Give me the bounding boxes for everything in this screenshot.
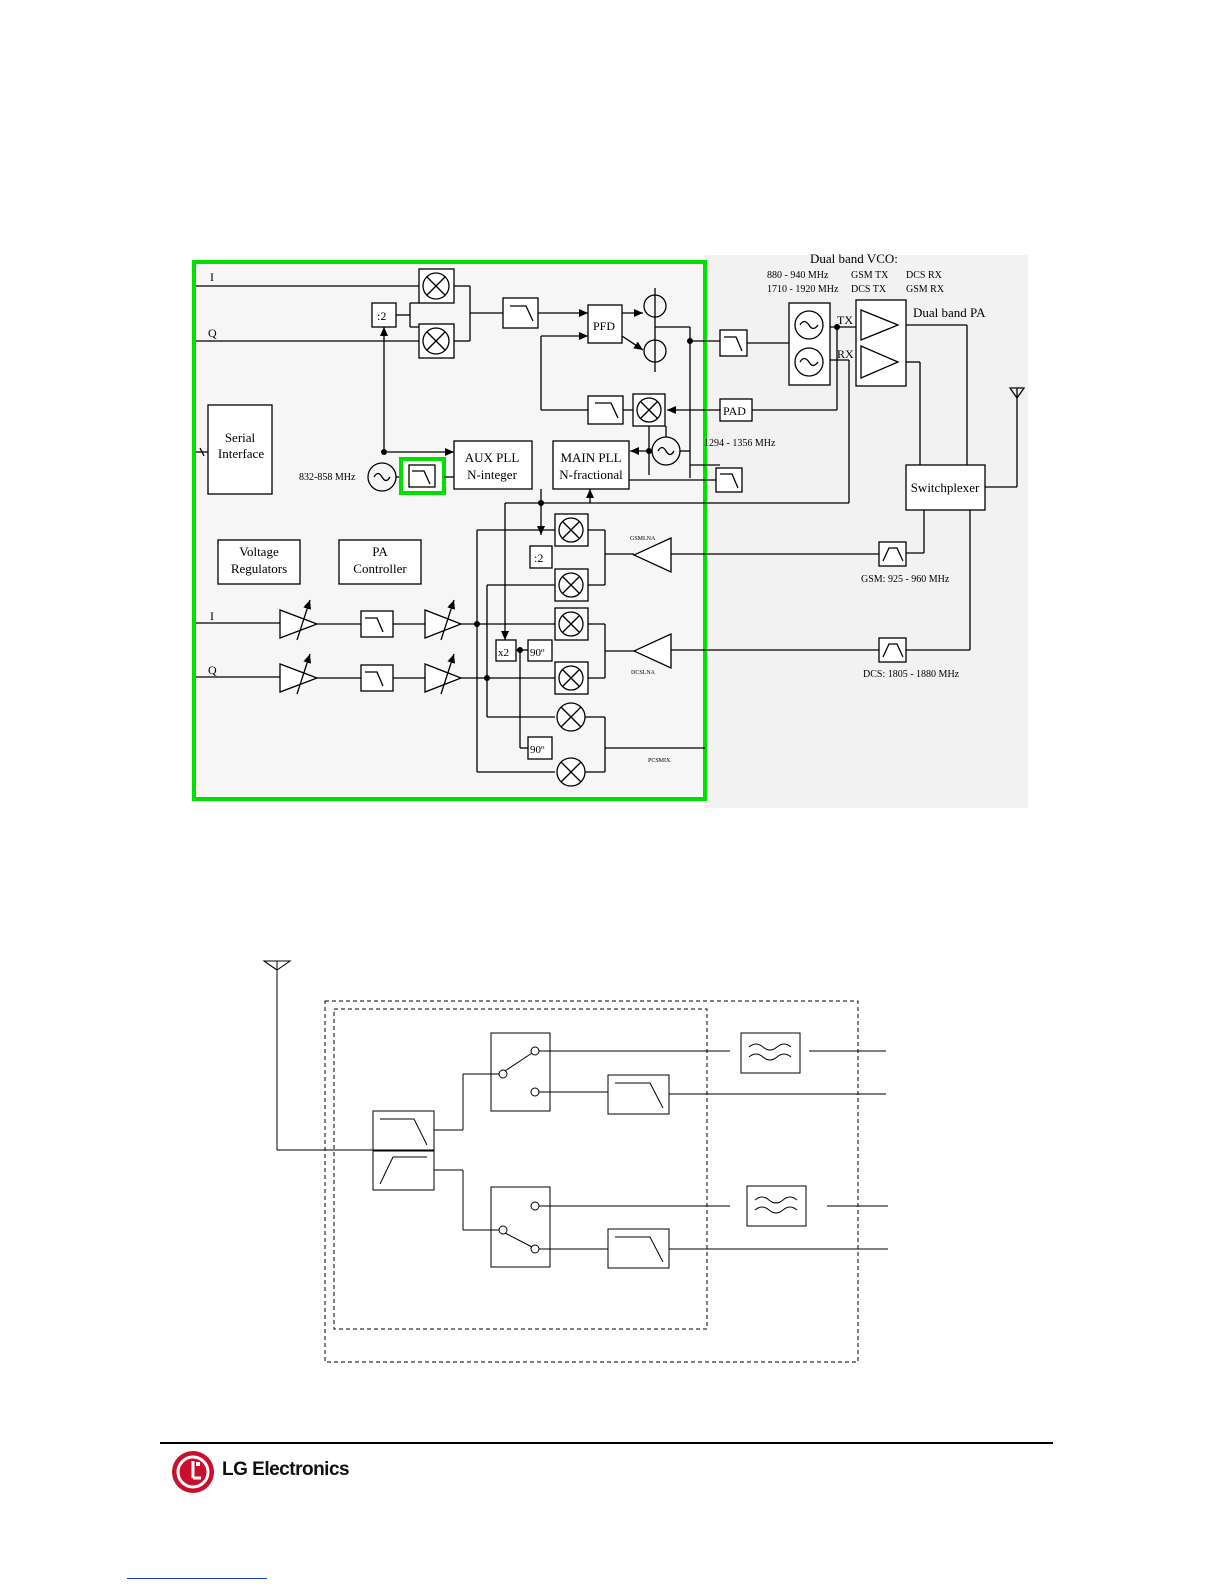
- voltage-regulators-label-1: Voltage: [239, 544, 279, 559]
- vco-title: Dual band VCO:: [810, 251, 898, 266]
- module-outline: [324, 1000, 859, 1363]
- brand-name: LG Electronics: [222, 1459, 350, 1480]
- saw-filter-lower: [746, 1185, 807, 1227]
- switchplexer-diagram: [262, 960, 888, 1363]
- vco-band1-label: 880 - 940 MHz: [767, 270, 829, 281]
- bottom-link-underline[interactable]: [127, 1578, 267, 1579]
- gsm-lna-label: GSMLNA: [630, 536, 656, 542]
- tx-lowpass-filter-upper: [607, 1074, 670, 1115]
- vco-band2-label: 1710 - 1920 MHz: [767, 284, 839, 295]
- tx-lowpass-filter-lower: [607, 1228, 670, 1269]
- lg-logo-icon: [172, 1451, 214, 1493]
- voltage-regulators-label-2: Regulators: [231, 561, 287, 576]
- divider-mid-label: :2: [534, 551, 543, 565]
- main-freq-label: 1294 - 1356 MHz: [704, 438, 776, 449]
- vco-dcs-tx-label: DCS TX: [851, 284, 887, 295]
- switch-lower: [490, 1186, 551, 1268]
- pa-controller-label-1: PA: [372, 544, 388, 559]
- gsm-filter-label: GSM: 925 - 960 MHz: [861, 574, 950, 585]
- pa-controller-label-2: Controller: [353, 561, 407, 576]
- chip-highlight-box: [192, 260, 707, 801]
- vco-gsm-tx-label: GSM TX: [851, 270, 889, 281]
- pcs-mix-label: PCSMIX: [648, 758, 671, 764]
- transceiver-block-diagram: Dual band VCO: 880 - 940 MHz 1710 - 1920…: [192, 251, 1028, 808]
- x2-label: x2: [498, 647, 509, 659]
- aux-pll-label-1: AUX PLL: [465, 450, 520, 465]
- switch-upper: [490, 1032, 551, 1112]
- lowpass-filter: [372, 1110, 435, 1151]
- aux-pll-label-2: N-integer: [467, 467, 517, 482]
- phase90-b-label: 90º: [530, 744, 545, 756]
- q-top-label: Q: [208, 326, 217, 340]
- dcs-filter-label: DCS: 1805 - 1880 MHz: [863, 669, 960, 680]
- vco-gsm-rx-label: GSM RX: [906, 284, 945, 295]
- phase90-a-label: 90º: [530, 647, 545, 659]
- vco-dcs-rx-label: DCS RX: [906, 270, 943, 281]
- dual-band-pa-label: Dual band PA: [913, 305, 986, 320]
- q-bottom-label: Q: [208, 663, 217, 677]
- saw-filter-upper: [740, 1032, 801, 1074]
- tx-label: TX: [837, 313, 853, 327]
- i-bottom-label: I: [210, 609, 214, 623]
- diplexer-outline: [333, 1008, 708, 1330]
- serial-interface-label-2: Interface: [218, 446, 264, 461]
- switchplexer-label: Switchplexer: [911, 480, 980, 495]
- dcs-lna-label: DCSLNA: [631, 670, 656, 676]
- divider-top-label: :2: [377, 309, 386, 323]
- main-pll-label-1: MAIN PLL: [560, 450, 621, 465]
- serial-interface-label-1: Serial: [225, 430, 256, 445]
- pfd-label: PFD: [593, 319, 615, 333]
- i-top-label: I: [210, 270, 214, 284]
- aux-freq-label: 832-858 MHz: [299, 472, 356, 483]
- rx-label: RX: [837, 347, 854, 361]
- main-pll-label-2: N-fractional: [559, 467, 623, 482]
- footer-divider: [160, 1442, 1053, 1444]
- pad-label: PAD: [723, 404, 746, 418]
